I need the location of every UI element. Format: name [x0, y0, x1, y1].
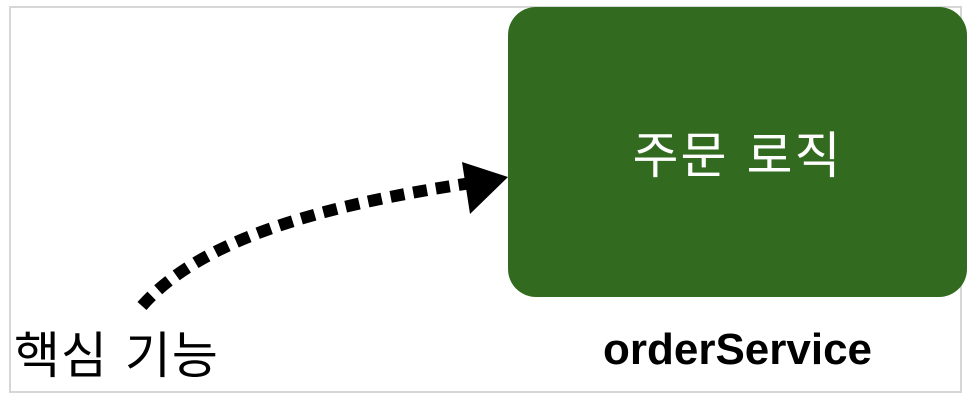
- order-logic-box: 주문 로직: [508, 7, 967, 297]
- order-logic-label: 주문 로직: [632, 127, 843, 185]
- order-service-name: orderService: [602, 325, 873, 374]
- core-feature-label: 핵심 기능: [14, 327, 219, 385]
- dotted-arrow-line: [137, 176, 479, 310]
- arrow-head-icon: [462, 162, 508, 214]
